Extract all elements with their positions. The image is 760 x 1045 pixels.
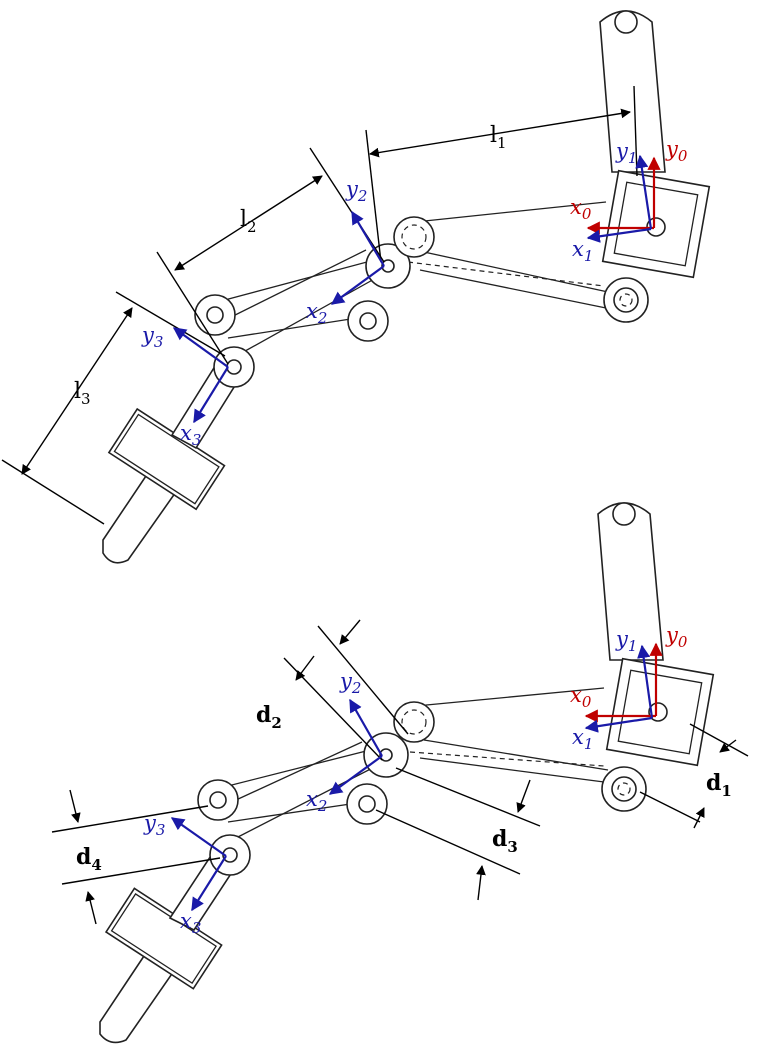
frame-2 xyxy=(328,698,383,795)
d3-label: d3 xyxy=(492,826,518,856)
frame-2 xyxy=(330,210,385,305)
l3-label: l3 xyxy=(74,379,91,408)
link-bars xyxy=(209,687,609,839)
x3-label: x3 xyxy=(180,909,201,937)
dimension-lines-top xyxy=(1,85,638,525)
y1-label: y1 xyxy=(615,139,637,167)
frame-3 xyxy=(172,327,229,424)
frame-0 xyxy=(584,642,663,723)
grip-handle xyxy=(99,887,223,1044)
frame-3 xyxy=(170,817,227,912)
bottom-diagram: d2 d3 d4 d1 y0 x0 y1 x1 y2 x2 y3 x3 xyxy=(51,502,749,1044)
y3-label: y3 xyxy=(141,323,163,351)
x3-label: x3 xyxy=(180,421,201,449)
d4-label: d4 xyxy=(76,844,102,874)
frame-1 xyxy=(584,644,654,733)
x0-label: x0 xyxy=(570,683,592,711)
link-bars xyxy=(204,201,609,356)
d1-label: d1 xyxy=(706,770,732,800)
x1-label: x1 xyxy=(572,725,593,753)
y0-label: y0 xyxy=(665,623,688,651)
l2-label: l2 xyxy=(240,207,257,236)
top-diagram: l1 l2 l3 y0 x0 y1 x1 y2 x2 y3 x3 xyxy=(1,10,711,564)
y3-label: y3 xyxy=(143,811,165,839)
y2-label: y2 xyxy=(339,669,361,697)
d2-label: d2 xyxy=(256,702,282,732)
base-bracket xyxy=(597,502,715,767)
x1-label: x1 xyxy=(572,237,593,265)
x2-label: x2 xyxy=(306,787,327,815)
x2-label: x2 xyxy=(306,299,327,327)
l1-label: l1 xyxy=(490,123,507,152)
y0-label: y0 xyxy=(665,137,688,165)
frame-1 xyxy=(586,154,653,243)
dimension-lines-bottom xyxy=(51,619,749,925)
frame-0 xyxy=(586,156,661,235)
y2-label: y2 xyxy=(345,177,367,205)
y1-label: y1 xyxy=(615,627,637,655)
x0-label: x0 xyxy=(570,195,592,223)
